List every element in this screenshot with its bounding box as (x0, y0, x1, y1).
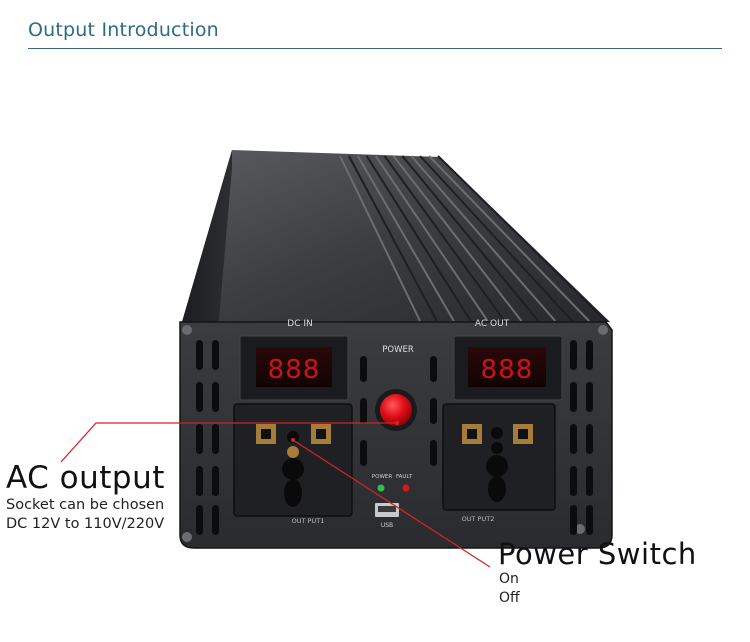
usb-port (375, 503, 399, 517)
ac-output-title: AC output (6, 460, 165, 496)
outlet2-label: OUT PUT2 (462, 515, 495, 523)
fin-line (410, 155, 557, 322)
vent-slot (586, 340, 593, 370)
ac-outlet-1: OUT PUT1 (233, 403, 353, 525)
vent-slot (196, 382, 203, 412)
vent-slot (570, 340, 577, 370)
vent-slot (586, 424, 593, 454)
vent-slot (570, 382, 577, 412)
led-power-label: POWER (372, 474, 393, 480)
ac-output-desc-2: DC 12V to 110V/220V (6, 516, 165, 532)
power-switch-on: On (499, 571, 519, 587)
heat-sink-fins (339, 155, 607, 322)
power-led-icon (377, 484, 385, 492)
dc-display-digits: 888 (268, 355, 321, 385)
fin-line (401, 155, 540, 322)
screw-icon (598, 325, 608, 335)
vent-slot (360, 440, 367, 466)
ac-display-digits: 888 (481, 355, 534, 385)
vent-slot (430, 440, 437, 466)
led-fault-label: FAULT (396, 474, 413, 480)
power-switch-off: Off (499, 590, 520, 606)
power-switch-title: Power Switch (498, 537, 697, 571)
dc-in-display: 888 (239, 335, 349, 401)
power-label: POWER (382, 345, 414, 355)
vent-slot (212, 424, 219, 454)
screw-icon (575, 524, 585, 534)
section-title: Output Introduction (28, 19, 219, 41)
fault-led-icon (402, 484, 410, 492)
fin-line (428, 155, 590, 322)
section-header: Output Introduction (28, 18, 722, 49)
vent-slot (430, 356, 437, 382)
vent-slot (570, 466, 577, 496)
vent-slot (430, 398, 437, 424)
callout-dot-icon (395, 421, 399, 425)
vent-slot (196, 466, 203, 496)
vent-slot (212, 505, 219, 535)
inverter-front-panel: 888 888 DC IN AC OUT POWER OUT PUT1 (179, 319, 613, 549)
callout-dot-icon (291, 438, 295, 442)
ac-out-label: AC OUT (475, 319, 510, 329)
vent-slot (586, 382, 593, 412)
fin-line (383, 155, 506, 322)
power-switch-button (375, 389, 417, 431)
vent-slots (196, 340, 593, 535)
fin-line (374, 155, 489, 322)
vent-slot (570, 505, 577, 535)
screw-icon (182, 325, 192, 335)
power-switch-callout-line (292, 439, 491, 568)
ac-outlet-2: OUT PUT2 (442, 403, 556, 523)
vent-slot (360, 398, 367, 424)
outlet1-label: OUT PUT1 (292, 517, 325, 525)
ac-output-callout-line (60, 422, 397, 463)
vent-slot (196, 340, 203, 370)
inverter-top-surface (182, 150, 610, 322)
fin-line (339, 155, 421, 322)
vent-slot (360, 356, 367, 382)
vent-slot (586, 505, 593, 535)
vent-slot (212, 466, 219, 496)
fin-line (356, 155, 455, 322)
vent-slot (212, 382, 219, 412)
fin-line (419, 155, 573, 322)
dc-in-label: DC IN (287, 319, 312, 329)
vent-slot (196, 424, 203, 454)
vent-slot (196, 505, 203, 535)
vent-slot (570, 424, 577, 454)
ac-output-desc-1: Socket can be chosen (6, 497, 165, 513)
vent-slot (212, 340, 219, 370)
vent-slot (586, 466, 593, 496)
usb-label: USB (381, 522, 393, 529)
fin-line (392, 155, 523, 322)
ac-out-display: 888 (453, 335, 563, 401)
fin-line (365, 155, 472, 322)
fin-line (437, 155, 607, 322)
screw-icon (182, 532, 192, 542)
fin-line (348, 155, 438, 322)
